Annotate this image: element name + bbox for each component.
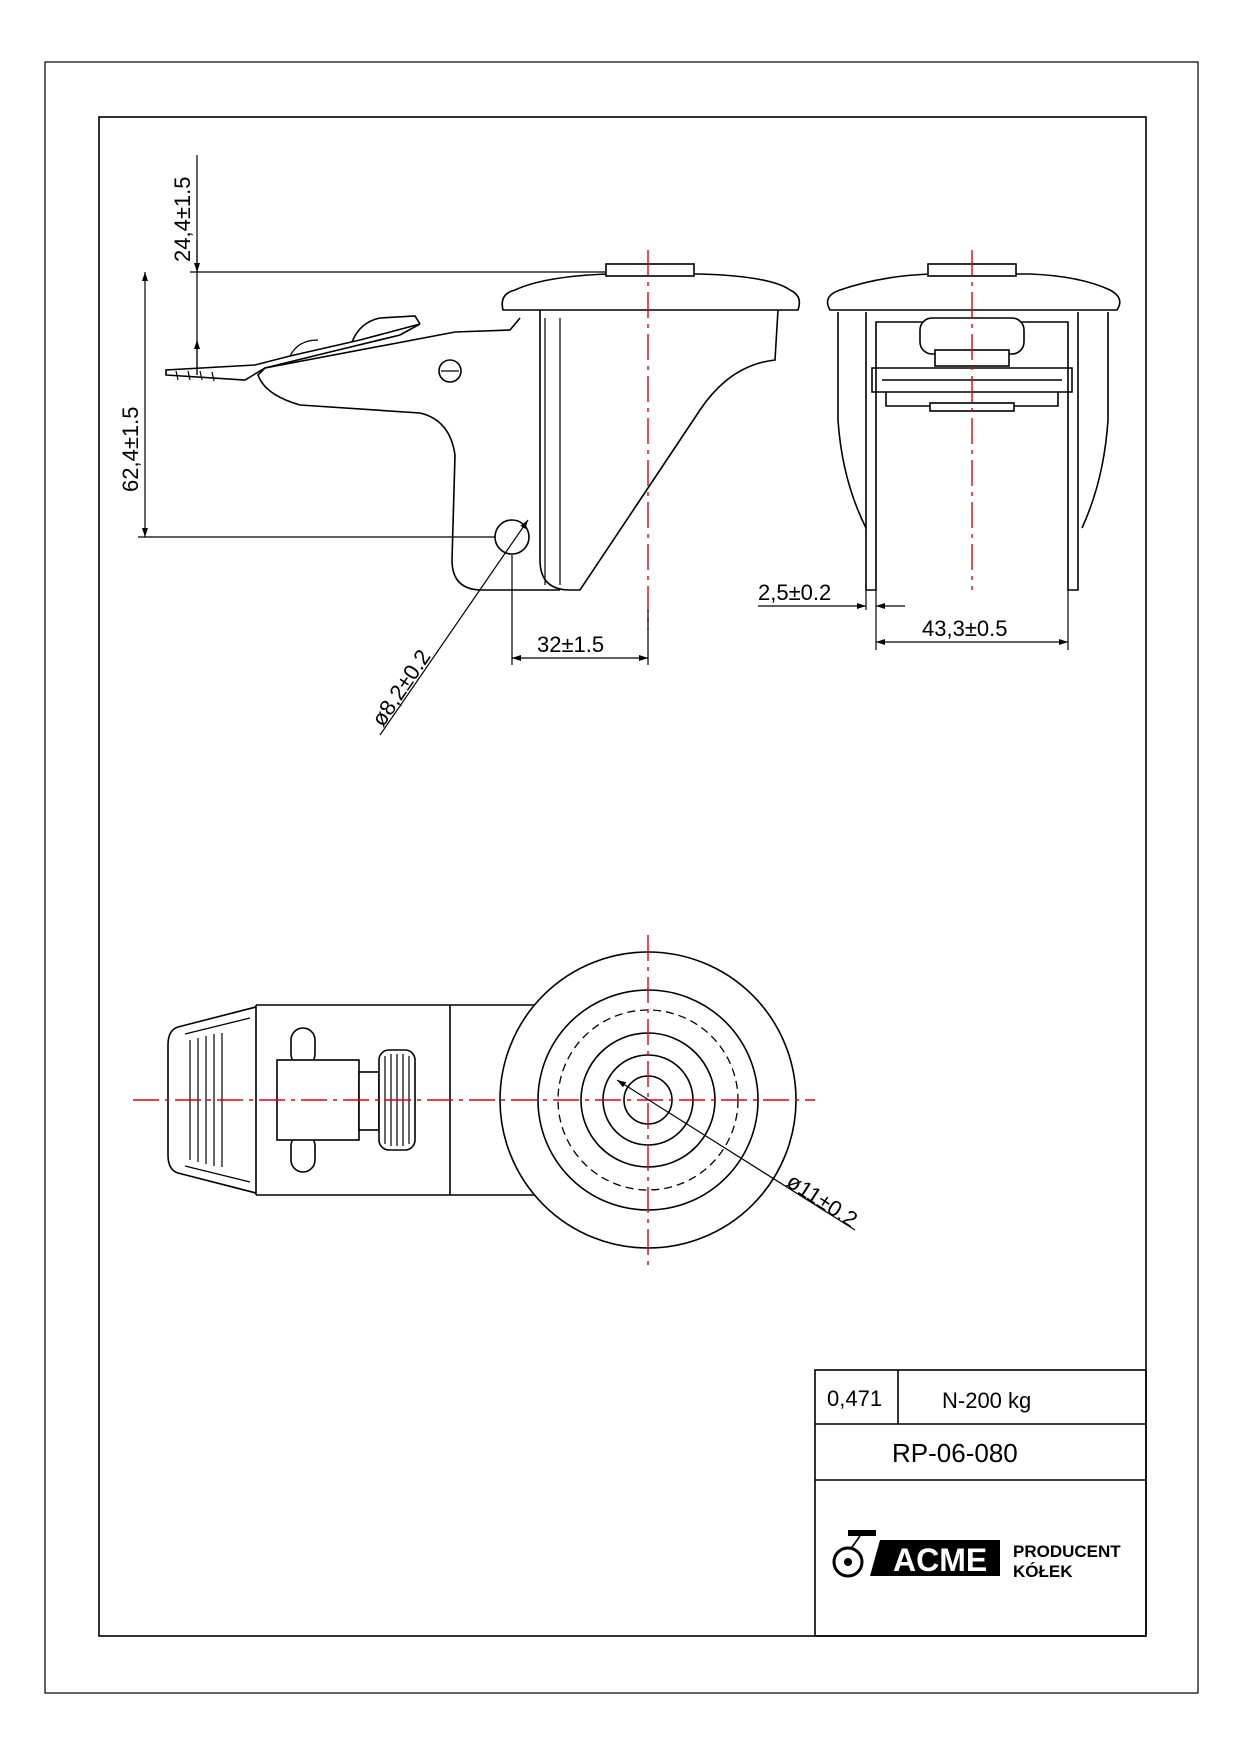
dim-plate-gap: 2,5±0.2 bbox=[758, 580, 831, 605]
lever-latch-2 bbox=[289, 339, 319, 357]
top-housing bbox=[255, 1004, 545, 1196]
plate-boss bbox=[605, 263, 695, 277]
housing-body bbox=[539, 309, 779, 591]
top-plate bbox=[501, 273, 801, 311]
dim-axle-offset: 32±1.5 bbox=[537, 632, 604, 657]
dim-axle-height: 62,4±1.5 bbox=[118, 407, 143, 492]
dim-fork-width: 43,3±0.5 bbox=[922, 616, 1007, 641]
outer-border bbox=[44, 61, 1199, 1694]
logo-line2: KÓŁEK bbox=[1013, 1562, 1073, 1581]
acme-logo: ACME PRODUCENT KÓŁEK bbox=[832, 1530, 1121, 1581]
tb-load: N-200 kg bbox=[942, 1388, 1031, 1413]
tb-weight: 0,471 bbox=[827, 1386, 882, 1411]
dim-bore: ø11±0.2 bbox=[782, 1168, 862, 1232]
logo-brand: ACME bbox=[893, 1542, 987, 1578]
logo-line1: PRODUCENT bbox=[1013, 1542, 1121, 1561]
brake-lever bbox=[257, 317, 560, 591]
inner-border bbox=[98, 116, 1147, 1637]
housing-inner bbox=[544, 318, 561, 585]
pedal-ribs bbox=[175, 370, 215, 382]
dim-axle-hole: ø8,2±0.2 bbox=[366, 645, 435, 731]
title-block: 0,471 N-200 kg RP-06-080 ACME PRODUCENT … bbox=[814, 1369, 1147, 1637]
top-view: ø11±0.2 bbox=[133, 935, 862, 1265]
side-view: 24,4±1.5 62,4±1.5 32±1.5 ø8,2±0.2 bbox=[118, 155, 801, 736]
caster-icon bbox=[832, 1530, 876, 1578]
brake-neck bbox=[358, 1071, 380, 1131]
front-wheel bbox=[837, 312, 1109, 529]
dim-top-height: 24,4±1.5 bbox=[170, 177, 195, 262]
front-view: 2,5±0.2 43,3±0.5 bbox=[758, 250, 1121, 650]
front-top-plate bbox=[826, 273, 1121, 311]
tb-part-number: RP-06-080 bbox=[892, 1438, 1018, 1468]
lever-latch bbox=[351, 315, 421, 343]
rivet-screw bbox=[438, 359, 462, 383]
